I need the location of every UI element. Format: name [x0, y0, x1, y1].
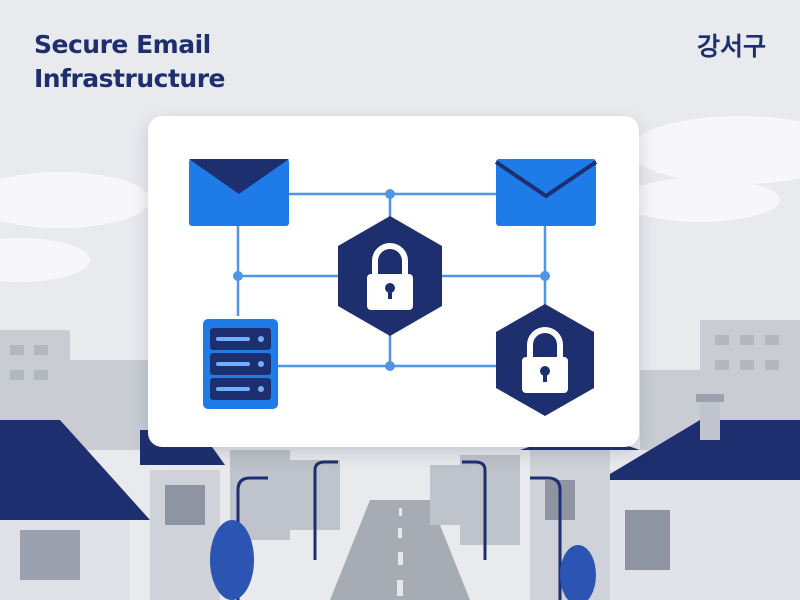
street-lamps — [236, 460, 562, 600]
clouds — [0, 116, 800, 282]
left-house — [0, 420, 225, 600]
right-house — [520, 394, 800, 600]
page-title: Secure Email Infrastructure — [34, 28, 226, 96]
email-envelope-icon — [494, 159, 598, 226]
network-diagram-card — [148, 116, 639, 447]
district-label: 강서구 — [696, 32, 766, 61]
mid-buildings — [230, 450, 520, 545]
server-stack-icon — [203, 319, 278, 409]
title-line-2: Infrastructure — [34, 64, 226, 93]
road-markings — [397, 508, 403, 596]
padlock-hexagon-icon — [338, 216, 442, 336]
bushes — [210, 520, 596, 600]
email-envelope-icon — [189, 159, 289, 226]
secure-email-network-diagram — [189, 159, 598, 416]
connector-nodes — [233, 189, 550, 371]
padlock-hexagon-icon — [496, 304, 594, 416]
far-building-windows — [10, 335, 779, 380]
title-line-1: Secure Email — [34, 30, 211, 59]
